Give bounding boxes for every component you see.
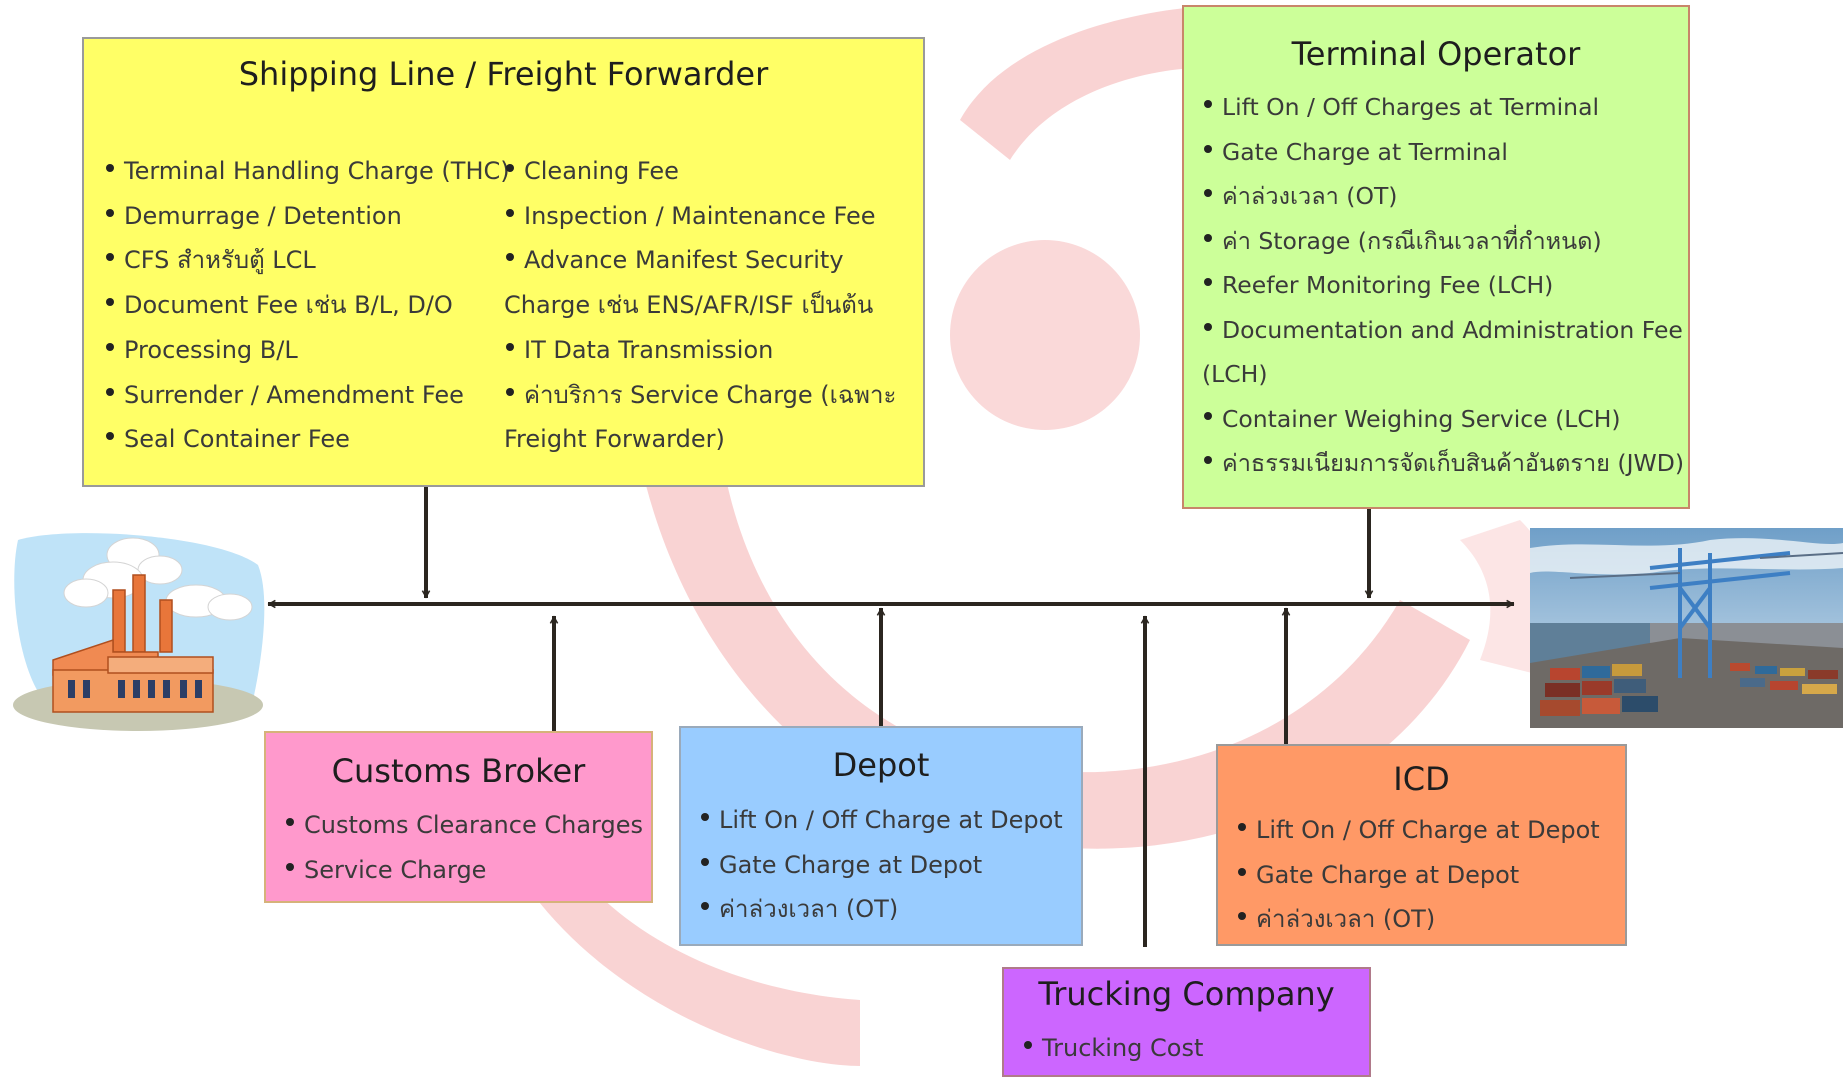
terminal-operator-title: Terminal Operator xyxy=(1291,35,1581,73)
list-item: Inspection / Maintenance Fee xyxy=(504,194,896,239)
icd-title: ICD xyxy=(1393,760,1450,798)
list-item: Advance Manifest Security xyxy=(504,238,896,283)
list-item: Container Weighing Service (LCH) xyxy=(1202,397,1684,442)
shipping-line-title: Shipping Line / Freight Forwarder xyxy=(238,55,769,93)
list-item: Seal Container Fee xyxy=(104,417,510,462)
list-item: Cleaning Fee xyxy=(504,149,896,194)
list-item: Processing B/L xyxy=(104,328,510,373)
list-item: Surrender / Amendment Fee xyxy=(104,373,510,418)
list-item: Lift On / Off Charges at Terminal xyxy=(1202,85,1684,130)
shipping-line-box: Shipping Line / Freight Forwarder Termin… xyxy=(82,37,925,487)
list-item: ค่าล่วงเวลา (OT) xyxy=(1202,174,1684,219)
list-item: ค่า Storage (กรณีเกินเวลาที่กำหนด) xyxy=(1202,219,1684,264)
container-port-photo xyxy=(1530,528,1843,728)
list-item: ค่าธรรมเนียมการจัดเก็บสินค้าอันตราย (JWD… xyxy=(1202,441,1684,486)
trucking-company-box: Trucking Company Trucking Cost xyxy=(1002,967,1371,1077)
icd-list: Lift On / Off Charge at Depot Gate Charg… xyxy=(1236,808,1600,942)
list-item: Documentation and Administration Fee xyxy=(1202,308,1684,353)
list-item: CFS สำหรับตู้ LCL xyxy=(104,238,510,283)
list-item: Service Charge xyxy=(284,848,643,893)
depot-list: Lift On / Off Charge at Depot Gate Charg… xyxy=(699,798,1063,932)
list-item: Lift On / Off Charge at Depot xyxy=(699,798,1063,843)
list-item: Terminal Handling Charge (THC) xyxy=(104,149,510,194)
list-item-continuation: (LCH) xyxy=(1202,360,1268,388)
customs-broker-title: Customs Broker xyxy=(331,752,586,790)
icd-box: ICD Lift On / Off Charge at Depot Gate C… xyxy=(1216,744,1627,946)
factory-illustration xyxy=(8,525,268,737)
list-item: Document Fee เช่น B/L, D/O xyxy=(104,283,510,328)
shipping-col1-list: Terminal Handling Charge (THC) Demurrage… xyxy=(104,149,510,462)
list-item: ค่าล่วงเวลา (OT) xyxy=(699,887,1063,932)
terminal-operator-box: Terminal Operator Lift On / Off Charges … xyxy=(1182,5,1690,509)
list-item: Reefer Monitoring Fee (LCH) xyxy=(1202,263,1684,308)
trucking-list: Trucking Cost xyxy=(1022,1026,1203,1071)
list-item-continuation: Freight Forwarder) xyxy=(504,425,725,454)
list-item: Gate Charge at Depot xyxy=(1236,853,1600,898)
list-item: ค่าล่วงเวลา (OT) xyxy=(1236,897,1600,942)
list-item: Customs Clearance Charges xyxy=(284,803,643,848)
trucking-company-title: Trucking Company xyxy=(1038,975,1335,1013)
list-item: Trucking Cost xyxy=(1022,1026,1203,1071)
list-item: Demurrage / Detention xyxy=(104,194,510,239)
list-item: IT Data Transmission xyxy=(504,328,896,373)
list-item: Gate Charge at Terminal xyxy=(1202,130,1684,175)
terminal-list: Lift On / Off Charges at Terminal Gate C… xyxy=(1202,85,1684,486)
depot-title: Depot xyxy=(832,746,930,784)
customs-broker-box: Customs Broker Customs Clearance Charges… xyxy=(264,731,653,903)
list-item-continuation: Charge เช่น ENS/AFR/ISF เป็นต้น xyxy=(504,291,874,320)
depot-box: Depot Lift On / Off Charge at Depot Gate… xyxy=(679,726,1083,946)
customs-list: Customs Clearance Charges Service Charge xyxy=(284,803,643,892)
list-item: Gate Charge at Depot xyxy=(699,843,1063,888)
shipping-col2-list: Cleaning Fee Inspection / Maintenance Fe… xyxy=(504,149,896,462)
list-item: ค่าบริการ Service Charge (เฉพาะ xyxy=(504,373,896,418)
list-item: Lift On / Off Charge at Depot xyxy=(1236,808,1600,853)
